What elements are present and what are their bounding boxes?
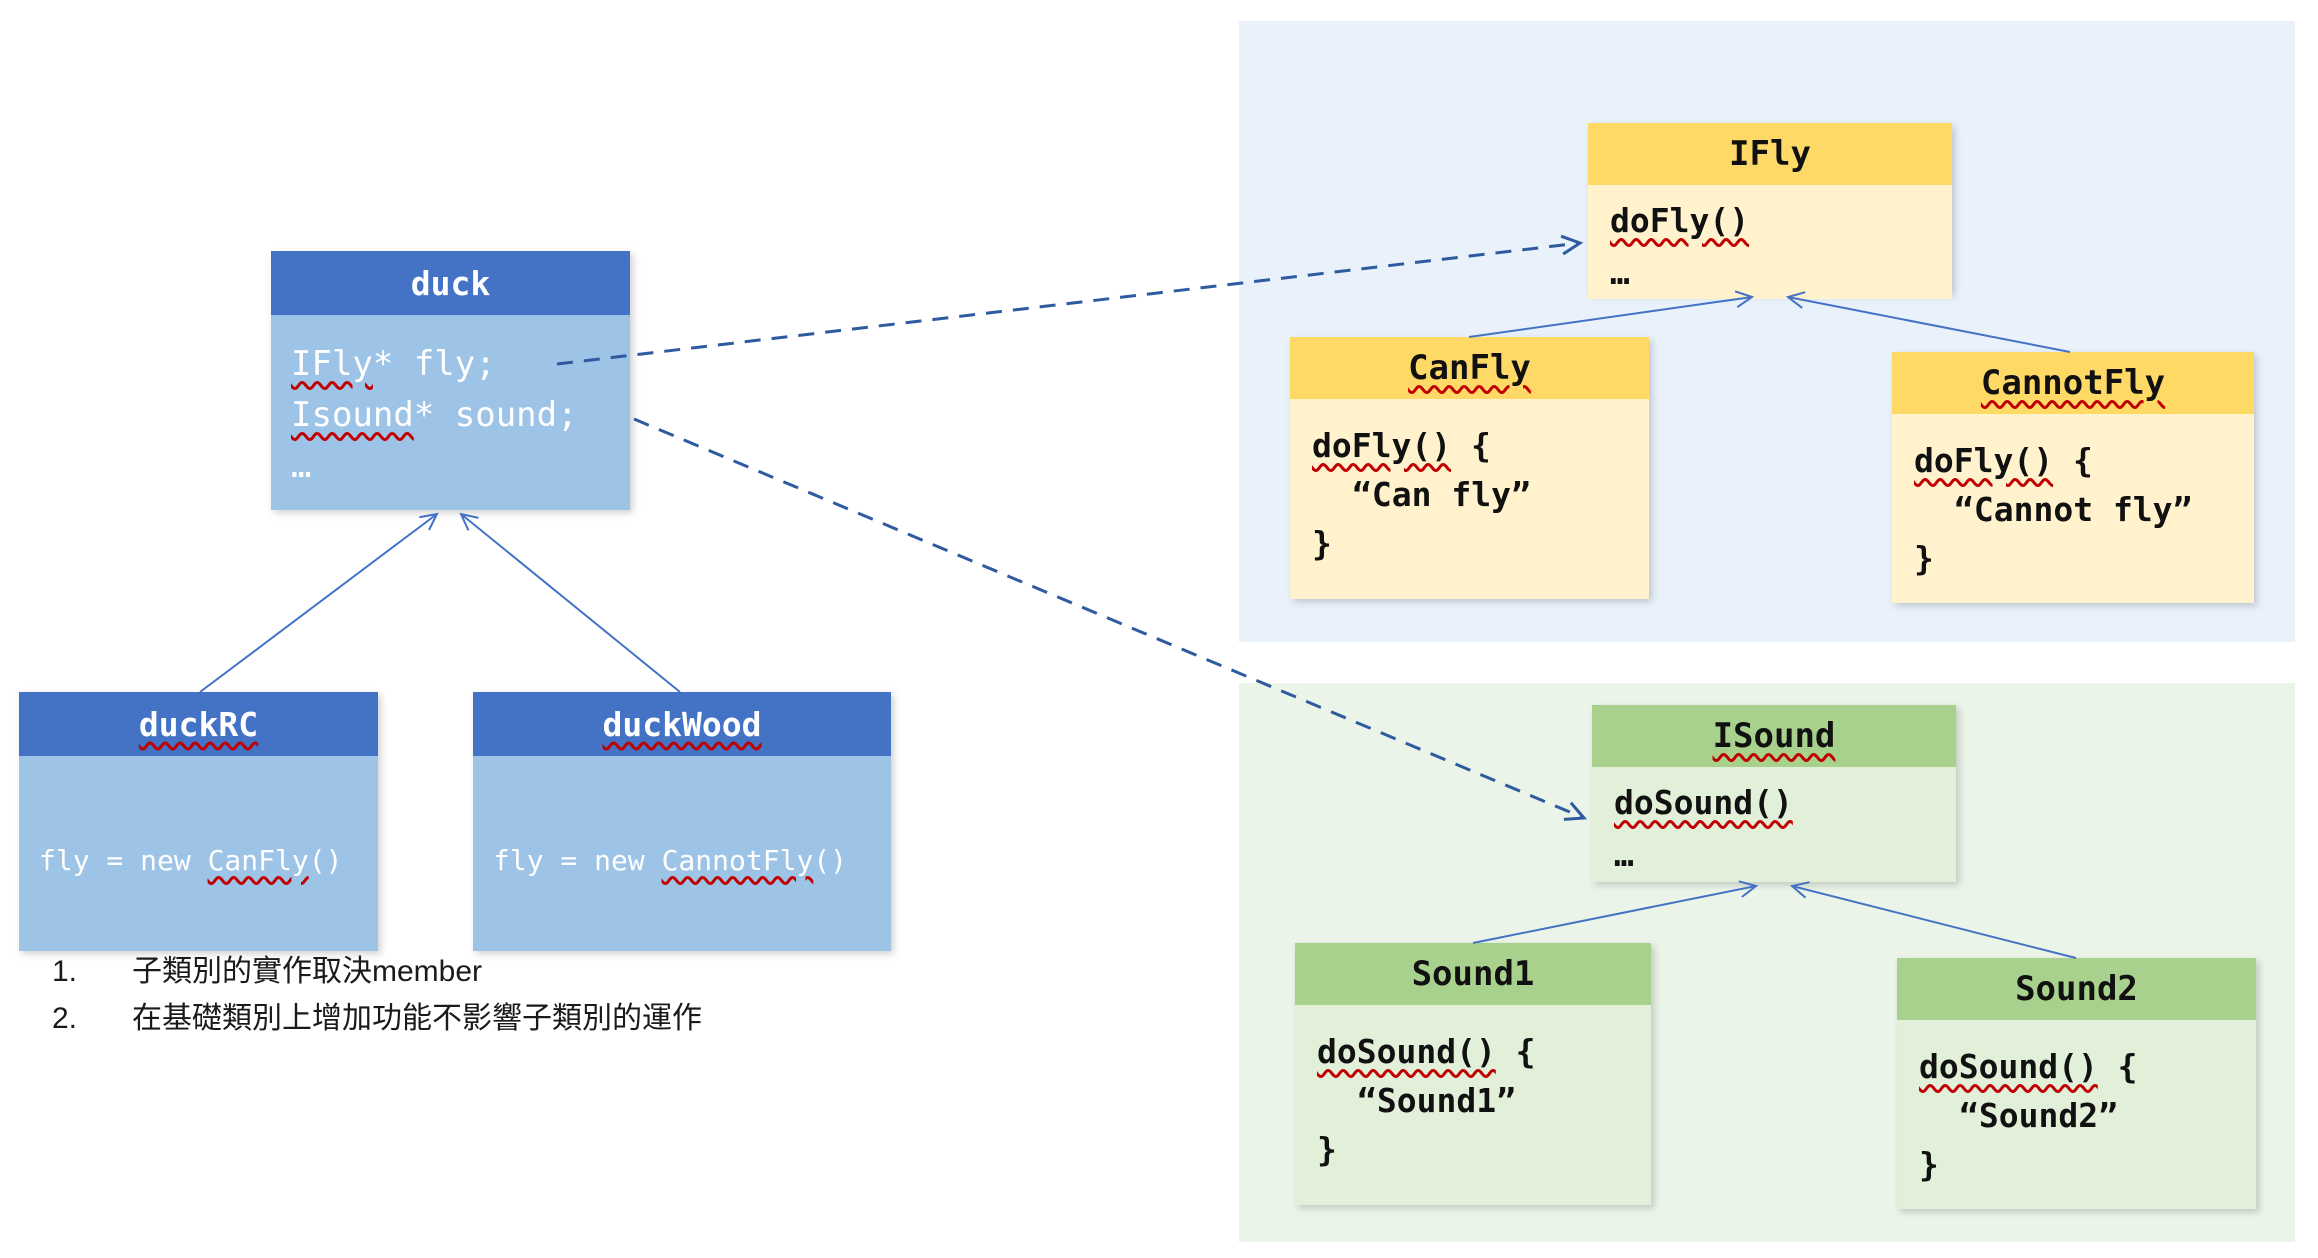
- cannotfly-brace-close: }: [1914, 539, 1934, 578]
- class-title-isound-text: ISound: [1712, 716, 1836, 756]
- ifly-method: doFly(): [1610, 195, 1952, 247]
- canfly-brace-close: }: [1312, 524, 1332, 563]
- class-body-duckwood: fly = new CannotFly(): [473, 756, 891, 951]
- duck-member-fly-rest: * fly;: [372, 344, 496, 384]
- duckwood-assignment-class: CannotFly: [661, 844, 814, 877]
- class-body-duckrc: fly = new CanFly(): [19, 756, 378, 951]
- class-body-ifly: doFly() …: [1588, 185, 1952, 299]
- isound-method: doSound(): [1614, 777, 1956, 829]
- class-box-duck: duck IFly* fly; Isound* sound; …: [271, 251, 630, 510]
- canfly-method-text: doFly(): [1312, 426, 1452, 465]
- class-title-sound2-text: Sound2: [2015, 969, 2138, 1009]
- duckrc-assignment-post: (): [308, 844, 343, 877]
- cannotfly-string: “Cannot fly”: [1954, 490, 2193, 529]
- canfly-brace-open: {: [1451, 426, 1491, 465]
- class-box-isound: ISound doSound() …: [1592, 705, 1956, 882]
- duckrc-assignment-pre: fly = new: [39, 844, 208, 877]
- duckwood-assignment-pre: fly = new: [493, 844, 662, 877]
- sound1-brace-close: }: [1317, 1130, 1337, 1169]
- sound2-method-text: doSound(): [1919, 1047, 2098, 1086]
- class-title-sound2: Sound2: [1897, 958, 2256, 1020]
- class-title-canfly: CanFly: [1290, 337, 1649, 399]
- class-body-sound2: doSound() { “Sound2” }: [1897, 1020, 2256, 1209]
- class-body-isound: doSound() …: [1592, 767, 1956, 882]
- duckrc-assignment-class: CanFly: [207, 844, 309, 877]
- class-title-ifly-text: IFly: [1729, 134, 1811, 174]
- duck-member-sound-rest: * sound;: [413, 395, 578, 435]
- class-body-duck: IFly* fly; Isound* sound; …: [271, 315, 630, 510]
- duck-member-fly: IFly* fly;: [291, 339, 630, 390]
- class-title-cannotfly: CannotFly: [1892, 352, 2254, 414]
- duckwood-assignment-post: (): [813, 844, 848, 877]
- class-box-ifly: IFly doFly() …: [1588, 123, 1952, 299]
- note-item-2: 2. 在基礎類別上增加功能不影響子類別的運作: [52, 995, 702, 1042]
- class-box-sound2: Sound2 doSound() { “Sound2” }: [1897, 958, 2256, 1209]
- sound2-brace-close: }: [1919, 1145, 1939, 1184]
- canfly-string: “Can fly”: [1352, 475, 1531, 514]
- class-title-duck: duck: [271, 251, 630, 315]
- note-item-2-number: 2.: [52, 1002, 78, 1035]
- class-body-sound1: doSound() { “Sound1” }: [1295, 1005, 1651, 1205]
- note-item-2-text: 在基礎類別上增加功能不影響子類別的運作: [132, 1002, 702, 1035]
- class-box-duckrc: duckRC fly = new CanFly(): [19, 692, 378, 951]
- sound1-method-line: doSound() {: [1317, 1027, 1651, 1076]
- class-body-cannotfly: doFly() { “Cannot fly” }: [1892, 414, 2254, 603]
- duck-member-sound-type: Isound: [291, 395, 414, 435]
- class-title-duckrc-text: duckRC: [138, 704, 259, 744]
- class-title-ifly: IFly: [1588, 123, 1952, 185]
- class-title-duckwood: duckWood: [473, 692, 891, 756]
- isound-ellipsis: …: [1614, 835, 1634, 874]
- duck-ellipsis: …: [291, 446, 312, 486]
- duckwood-assignment: fly = new CannotFly(): [493, 844, 891, 877]
- class-box-sound1: Sound1 doSound() { “Sound1” }: [1295, 943, 1651, 1205]
- sound2-method-line: doSound() {: [1919, 1042, 2256, 1091]
- class-box-duckwood: duckWood fly = new CannotFly(): [473, 692, 891, 951]
- notes-list: 1. 子類別的實作取決member 2. 在基礎類別上增加功能不影響子類別的運作: [52, 948, 702, 1042]
- duck-member-fly-type: IFly: [291, 344, 373, 384]
- canfly-method-line: doFly() {: [1312, 421, 1649, 470]
- class-title-duckrc: duckRC: [19, 692, 378, 756]
- note-item-1: 1. 子類別的實作取決member: [52, 948, 702, 995]
- class-title-sound1-text: Sound1: [1411, 954, 1535, 994]
- class-title-sound1: Sound1: [1295, 943, 1651, 1005]
- sound1-method-text: doSound(): [1317, 1032, 1496, 1071]
- note-item-1-number: 1.: [52, 955, 78, 988]
- class-body-canfly: doFly() { “Can fly” }: [1290, 399, 1649, 599]
- class-title-duck-text: duck: [410, 263, 491, 303]
- cannotfly-brace-open: {: [2053, 441, 2093, 480]
- class-title-canfly-text: CanFly: [1408, 348, 1531, 388]
- sound2-brace-open: {: [2097, 1047, 2138, 1086]
- duck-member-sound: Isound* sound;: [291, 390, 630, 441]
- class-box-canfly: CanFly doFly() { “Can fly” }: [1290, 337, 1649, 599]
- duckrc-assignment: fly = new CanFly(): [39, 844, 378, 877]
- note-item-1-text: 子類別的實作取決member: [132, 955, 483, 988]
- class-title-duckwood-text: duckWood: [602, 704, 762, 744]
- class-title-cannotfly-text: CannotFly: [1980, 363, 2166, 403]
- cannotfly-method-text: doFly(): [1914, 441, 2054, 480]
- sound1-brace-open: {: [1495, 1032, 1536, 1071]
- cannotfly-method-line: doFly() {: [1914, 436, 2254, 485]
- sound1-string: “Sound1”: [1357, 1081, 1516, 1120]
- inheritance-arrow-duckrc-to-duck: [199, 512, 439, 693]
- sound2-string: “Sound2”: [1959, 1096, 2118, 1135]
- isound-method-text: doSound(): [1614, 783, 1793, 822]
- ifly-method-text: doFly(): [1610, 201, 1750, 240]
- inheritance-arrow-duckwood-to-duck: [459, 512, 681, 693]
- class-box-cannotfly: CannotFly doFly() { “Cannot fly” }: [1892, 352, 2254, 603]
- ifly-ellipsis: …: [1610, 253, 1630, 292]
- class-title-isound: ISound: [1592, 705, 1956, 767]
